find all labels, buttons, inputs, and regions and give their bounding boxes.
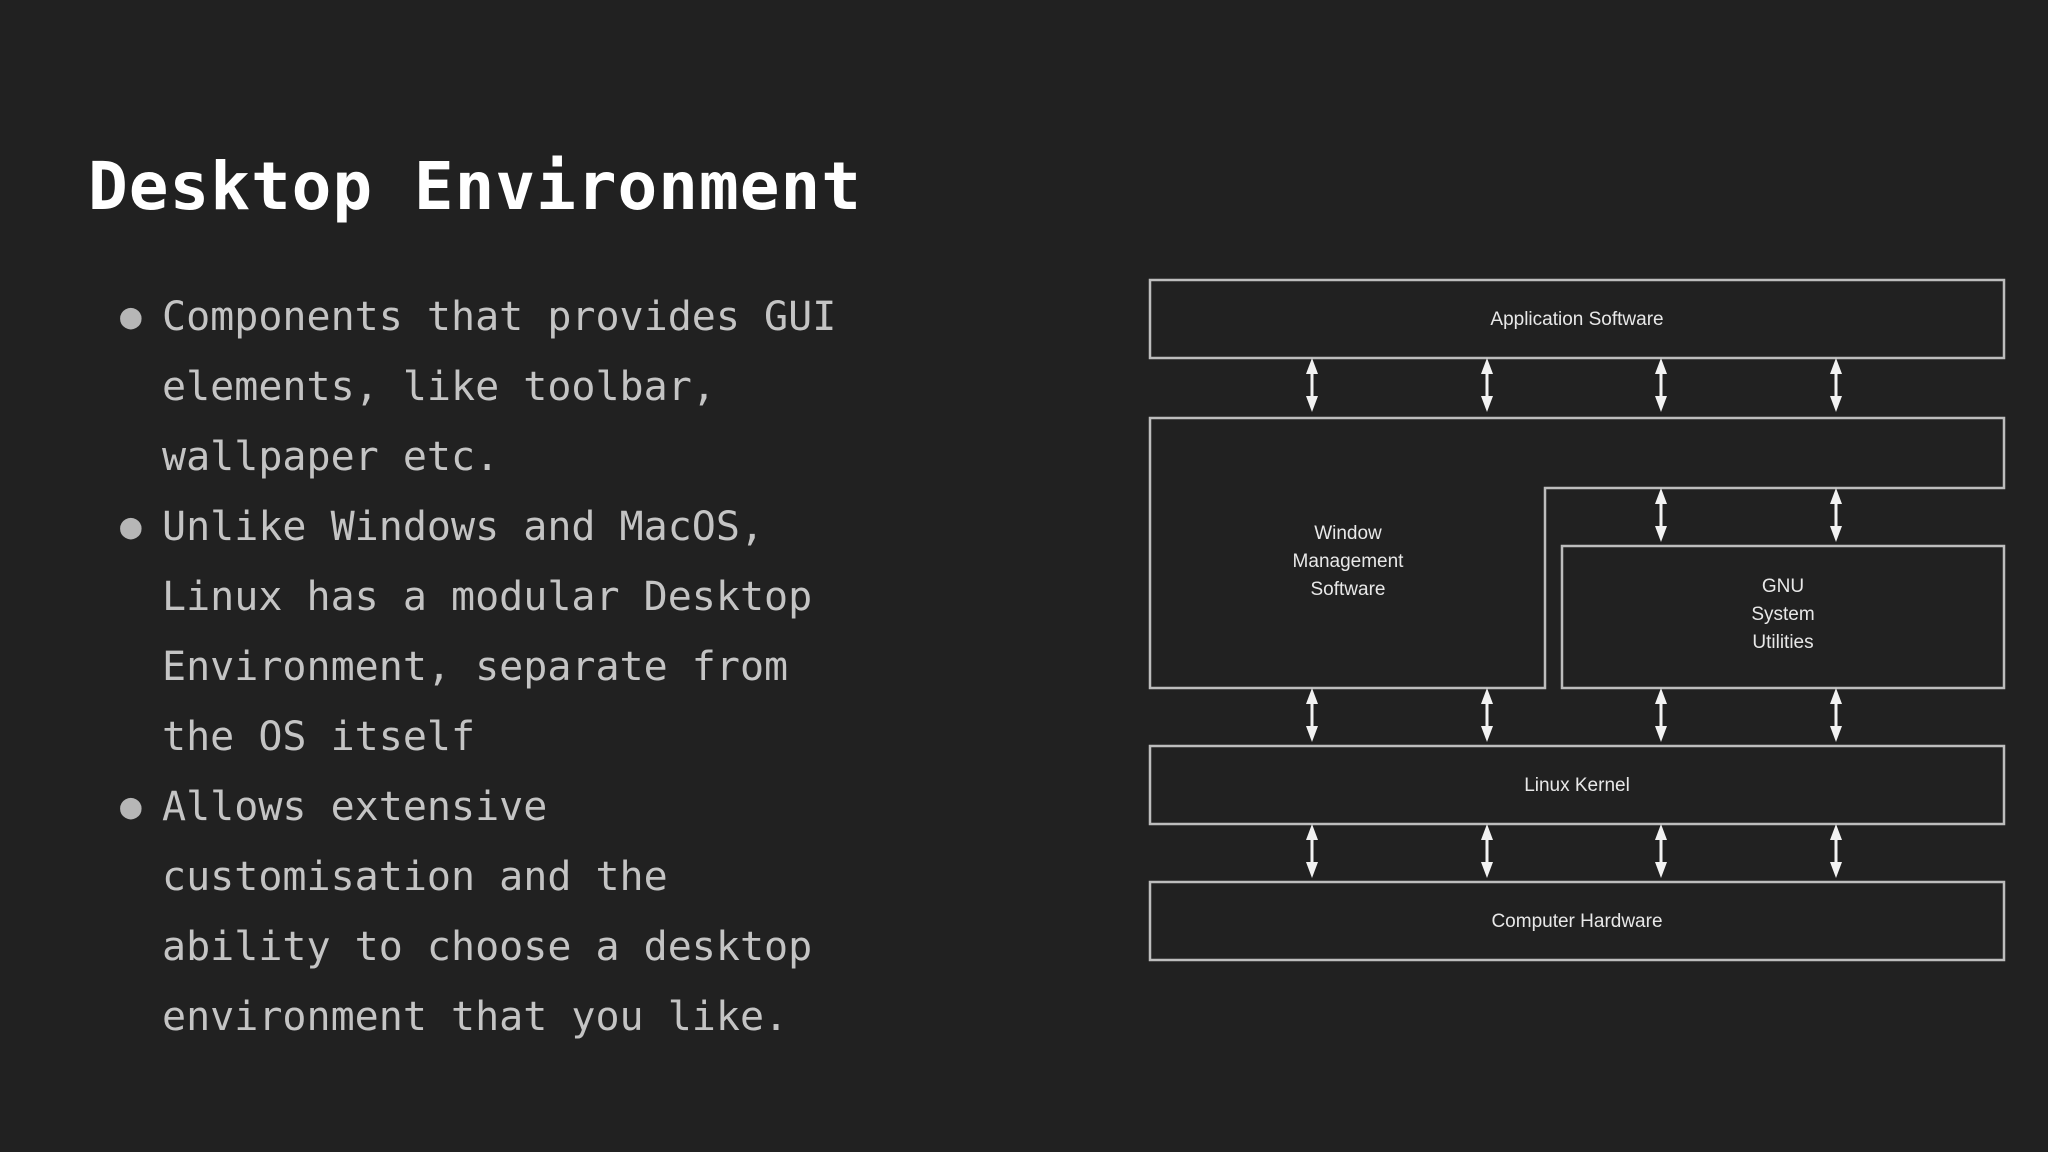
linux-architecture-diagram: Application Software — [1148, 278, 2006, 962]
bullet-text: Components that provides GUI elements, l… — [162, 294, 837, 480]
window-management-software-label: Window — [1314, 523, 1382, 544]
connector-app-to-wms-2 — [1481, 358, 1493, 412]
application-software-box — [1148, 278, 2006, 360]
connector-wms-to-gnu-1 — [1655, 488, 1667, 542]
gnu-system-utilities-label: System — [1751, 604, 1814, 625]
connector-to-kernel-4 — [1830, 688, 1842, 742]
bullet-marker-icon: ● — [120, 296, 142, 337]
computer-hardware-label: Computer Hardware — [1491, 911, 1662, 932]
bullet-text: Unlike Windows and MacOS, Linux has a mo… — [162, 504, 813, 760]
list-item: ● Unlike Windows and MacOS, Linux has a … — [110, 492, 1070, 772]
bullet-text: Allows extensive customisation and the a… — [162, 784, 813, 1040]
linux-kernel-label: Linux Kernel — [1524, 775, 1630, 796]
connector-kernel-to-hardware-2 — [1481, 824, 1493, 878]
page-title: Desktop Environment — [88, 148, 862, 226]
bullet-marker-icon: ● — [120, 506, 142, 547]
connector-kernel-to-hardware-4 — [1830, 824, 1842, 878]
connector-kernel-to-hardware-3 — [1655, 824, 1667, 878]
connector-app-to-wms-4 — [1830, 358, 1842, 412]
gnu-system-utilities-box — [1560, 544, 2006, 690]
connector-to-kernel-3 — [1655, 688, 1667, 742]
gnu-system-utilities-label: GNU — [1762, 576, 1804, 597]
connector-kernel-to-hardware-1 — [1306, 824, 1318, 878]
connector-to-kernel-1 — [1306, 688, 1318, 742]
bullet-list: ● Components that provides GUI elements,… — [110, 282, 1070, 1052]
connector-wms-to-gnu-2 — [1830, 488, 1842, 542]
list-item: ● Components that provides GUI elements,… — [110, 282, 1070, 492]
connector-app-to-wms-3 — [1655, 358, 1667, 412]
window-management-software-label: Management — [1293, 551, 1405, 572]
list-item: ● Allows extensive customisation and the… — [110, 772, 1070, 1052]
connector-to-kernel-2 — [1481, 688, 1493, 742]
gnu-system-utilities-label: Utilities — [1752, 632, 1813, 653]
connector-app-to-wms-1 — [1306, 358, 1318, 412]
bullet-marker-icon: ● — [120, 786, 142, 827]
linux-kernel-box — [1148, 744, 2006, 826]
window-management-software-box — [1148, 416, 2006, 690]
window-management-software-label: Software — [1311, 579, 1386, 600]
application-software-label: Application Software — [1490, 309, 1663, 330]
computer-hardware-box — [1148, 880, 2006, 962]
